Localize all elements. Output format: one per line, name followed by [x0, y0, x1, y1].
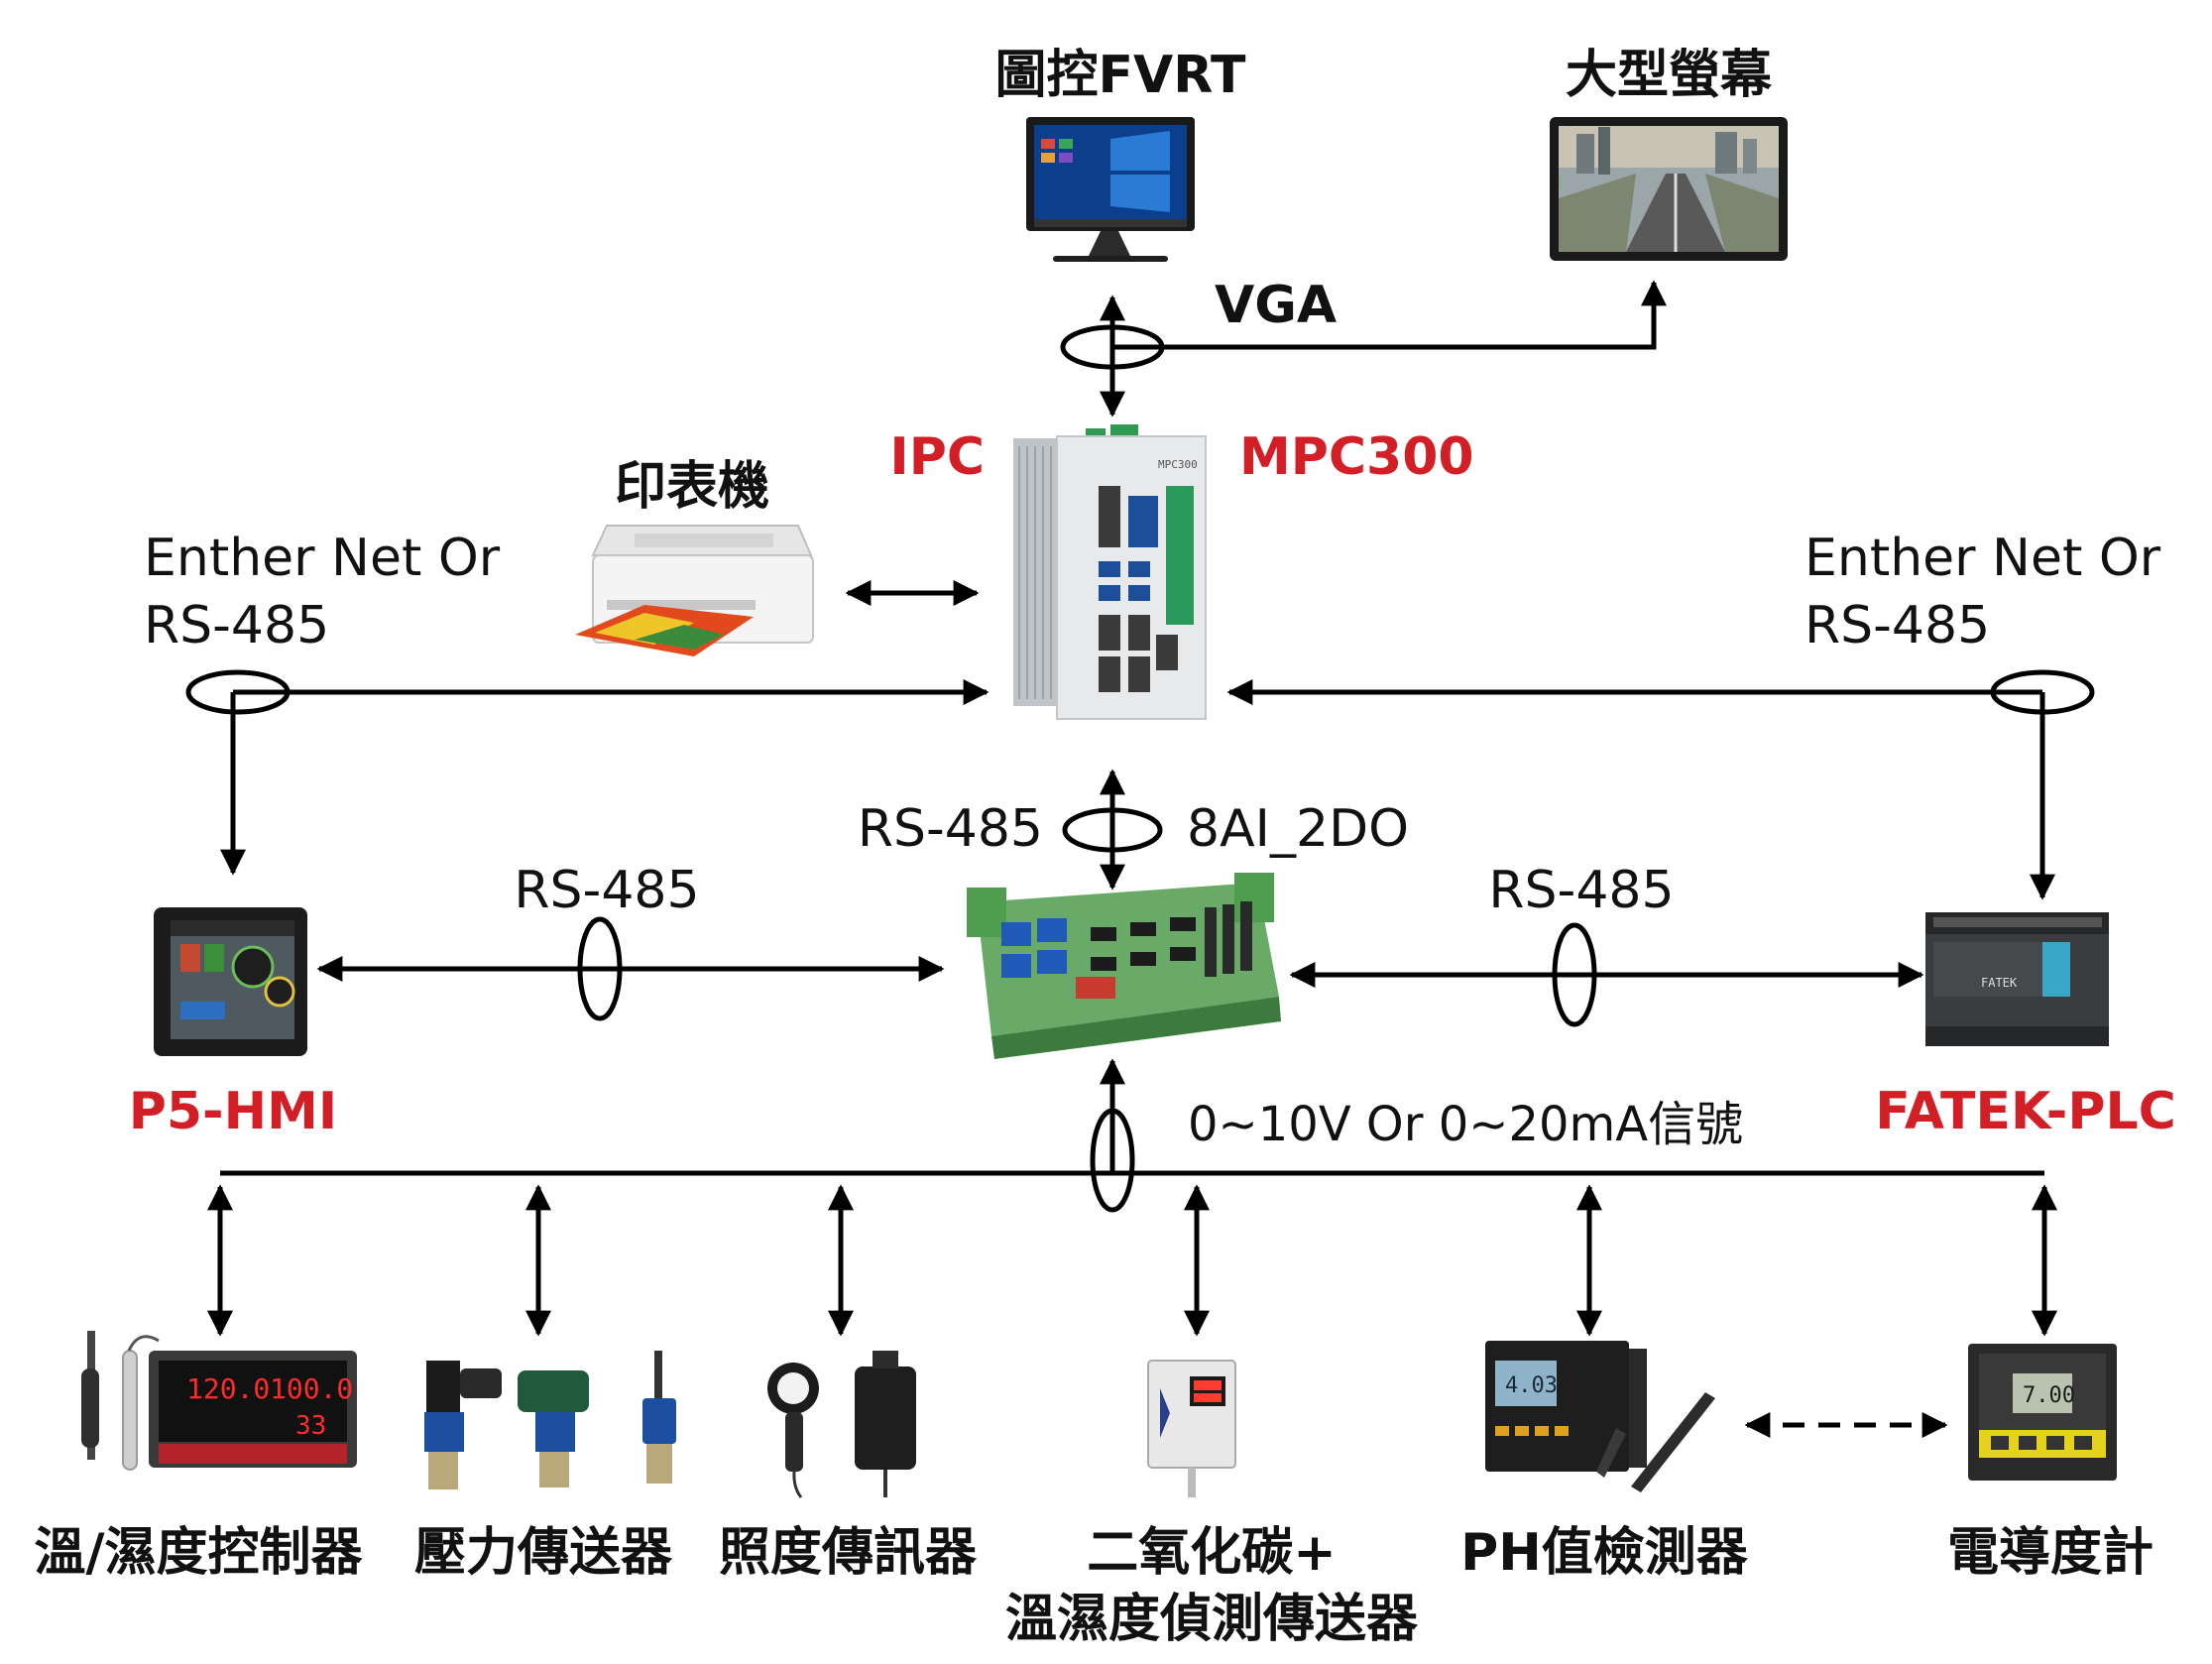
printer-label: 印表機: [615, 457, 769, 517]
ph-detector-icon: 4.03: [1485, 1341, 1715, 1492]
conductivity-meter-icon: 7.00: [1968, 1344, 2117, 1481]
ipc-device-icon: MPC300: [1013, 424, 1207, 720]
ipc-label: IPC: [889, 427, 985, 487]
vga-label: VGA: [1215, 276, 1337, 335]
plc-device-icon: FATEK: [1925, 912, 2109, 1046]
pressure-transmitter-icon: [424, 1351, 676, 1489]
ipc-device-text: MPC300: [1158, 458, 1198, 471]
conductivity-display: 7.00: [2023, 1383, 2075, 1408]
conductivity-label: 電導度計: [1947, 1523, 2154, 1583]
illuminance-transmitter-icon: [767, 1351, 916, 1498]
plc-label: FATEK-PLC: [1875, 1082, 2176, 1141]
hmi-cable-ring: [577, 916, 623, 1021]
hmi-link-label: RS-485: [514, 861, 699, 920]
hmi-device-icon: [154, 907, 307, 1056]
io-module-board-icon: [967, 873, 1281, 1059]
ph-label: PH值檢測器: [1460, 1523, 1749, 1583]
temp-controller-label: 溫/濕度控制器: [35, 1523, 364, 1583]
controller-display-2: 100.0: [270, 1372, 353, 1405]
co2-sensor-icon: [1147, 1360, 1236, 1497]
printer-icon: [575, 525, 814, 656]
ph-display: 4.03: [1505, 1373, 1558, 1398]
temp-humidity-controller-icon: 120.0 100.0 33: [81, 1331, 357, 1471]
signal-label: 0~10V Or 0~20mA信號: [1188, 1097, 1743, 1152]
controller-display-3: 33: [295, 1411, 326, 1441]
plc-link-label: RS-485: [1488, 861, 1674, 920]
connection-lines: [185, 280, 2095, 1438]
vga-screen-link: [1112, 280, 1667, 350]
big-screen-label: 大型螢幕: [1566, 46, 1773, 105]
hmi-label: P5-HMI: [129, 1082, 338, 1141]
co2-label-1: 二氧化碳+: [1087, 1523, 1337, 1583]
left-cable-ring: [185, 669, 291, 715]
big-screen-icon: [1550, 117, 1788, 261]
left-link-label-2: RS-485: [144, 596, 329, 655]
right-cable-ring: [1990, 669, 2095, 715]
illuminance-label: 照度傳訊器: [719, 1523, 978, 1583]
right-link-label-1: Enther Net Or: [1805, 529, 2161, 588]
fvrt-computer-icon: [1026, 117, 1195, 262]
right-link-label-2: RS-485: [1805, 596, 1990, 655]
plc-cable-ring: [1552, 922, 1597, 1027]
pressure-label: 壓力傳送器: [414, 1523, 673, 1583]
left-link-label-1: Enther Net Or: [144, 529, 501, 588]
co2-label-2: 溫濕度偵測傳送器: [1005, 1590, 1419, 1649]
controller-display-1: 120.0: [186, 1372, 270, 1405]
plc-device-text: FATEK: [1981, 976, 2018, 990]
fvrt-label: 圖控FVRT: [995, 46, 1246, 105]
module-name-label: 8AI_2DO: [1187, 799, 1409, 859]
bus-cable-ring: [1090, 1108, 1135, 1213]
ipc-model-label: MPC300: [1239, 427, 1474, 487]
vga-cable-ring: [1060, 324, 1165, 370]
module-rs485-label: RS-485: [858, 799, 1043, 859]
module-cable-ring: [1062, 807, 1163, 853]
